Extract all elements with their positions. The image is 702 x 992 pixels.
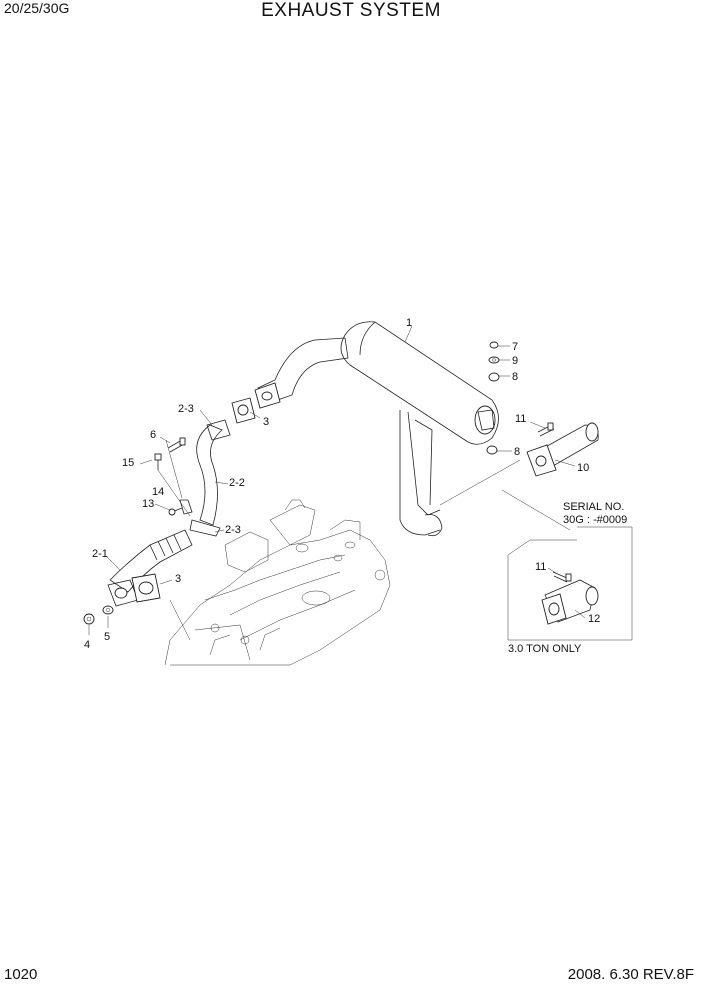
callout-9: 9 bbox=[512, 355, 518, 367]
revision-date: 2008. 6.30 REV.8F bbox=[567, 966, 694, 983]
callout-13: 13 bbox=[142, 498, 154, 510]
inset-box bbox=[507, 526, 633, 641]
callout-8-lower: 8 bbox=[514, 446, 520, 458]
callout-4: 4 bbox=[84, 639, 90, 651]
callout-8-upper: 8 bbox=[512, 371, 518, 383]
gasket-parts bbox=[131, 397, 256, 603]
callout-2-3-lower: 2-3 bbox=[225, 524, 241, 536]
callout-11-upper: 11 bbox=[515, 413, 526, 425]
callout-labels: 1 7 9 8 11 8 10 2-3 3 6 15 2-2 14 13 2-3… bbox=[84, 317, 627, 655]
callout-15: 15 bbox=[122, 457, 134, 469]
serial-note-line2: 30G : -#0009 bbox=[563, 514, 627, 526]
middle-pipe bbox=[189, 419, 231, 537]
callout-1: 1 bbox=[406, 317, 412, 329]
tail-pipe bbox=[526, 422, 599, 477]
callout-2-1: 2-1 bbox=[92, 548, 108, 560]
callout-2-2: 2-2 bbox=[229, 477, 245, 489]
hardware-parts bbox=[83, 341, 572, 625]
callout-14: 14 bbox=[152, 486, 164, 498]
callout-12: 12 bbox=[588, 613, 600, 625]
callout-2-3-upper: 2-3 bbox=[178, 403, 194, 415]
callout-5: 5 bbox=[104, 631, 110, 643]
model-label: 20/25/30G bbox=[4, 0, 70, 16]
leader-lines bbox=[88, 325, 586, 641]
serial-note-line1: SERIAL NO. bbox=[563, 501, 624, 513]
callout-3-upper: 3 bbox=[263, 416, 269, 428]
callout-3-lower: 3 bbox=[175, 573, 181, 585]
muffler-inlet-pipe bbox=[254, 337, 349, 409]
muffler bbox=[340, 321, 499, 537]
callout-6: 6 bbox=[150, 429, 156, 441]
ton-only-note: 3.0 TON ONLY bbox=[508, 643, 582, 655]
page-title: EXHAUST SYSTEM bbox=[261, 0, 441, 21]
engine-block bbox=[164, 499, 391, 666]
callout-7: 7 bbox=[512, 341, 518, 353]
callout-11-lower: 11 bbox=[535, 561, 546, 573]
page-number: 1020 bbox=[4, 966, 38, 983]
callout-10: 10 bbox=[577, 462, 589, 474]
